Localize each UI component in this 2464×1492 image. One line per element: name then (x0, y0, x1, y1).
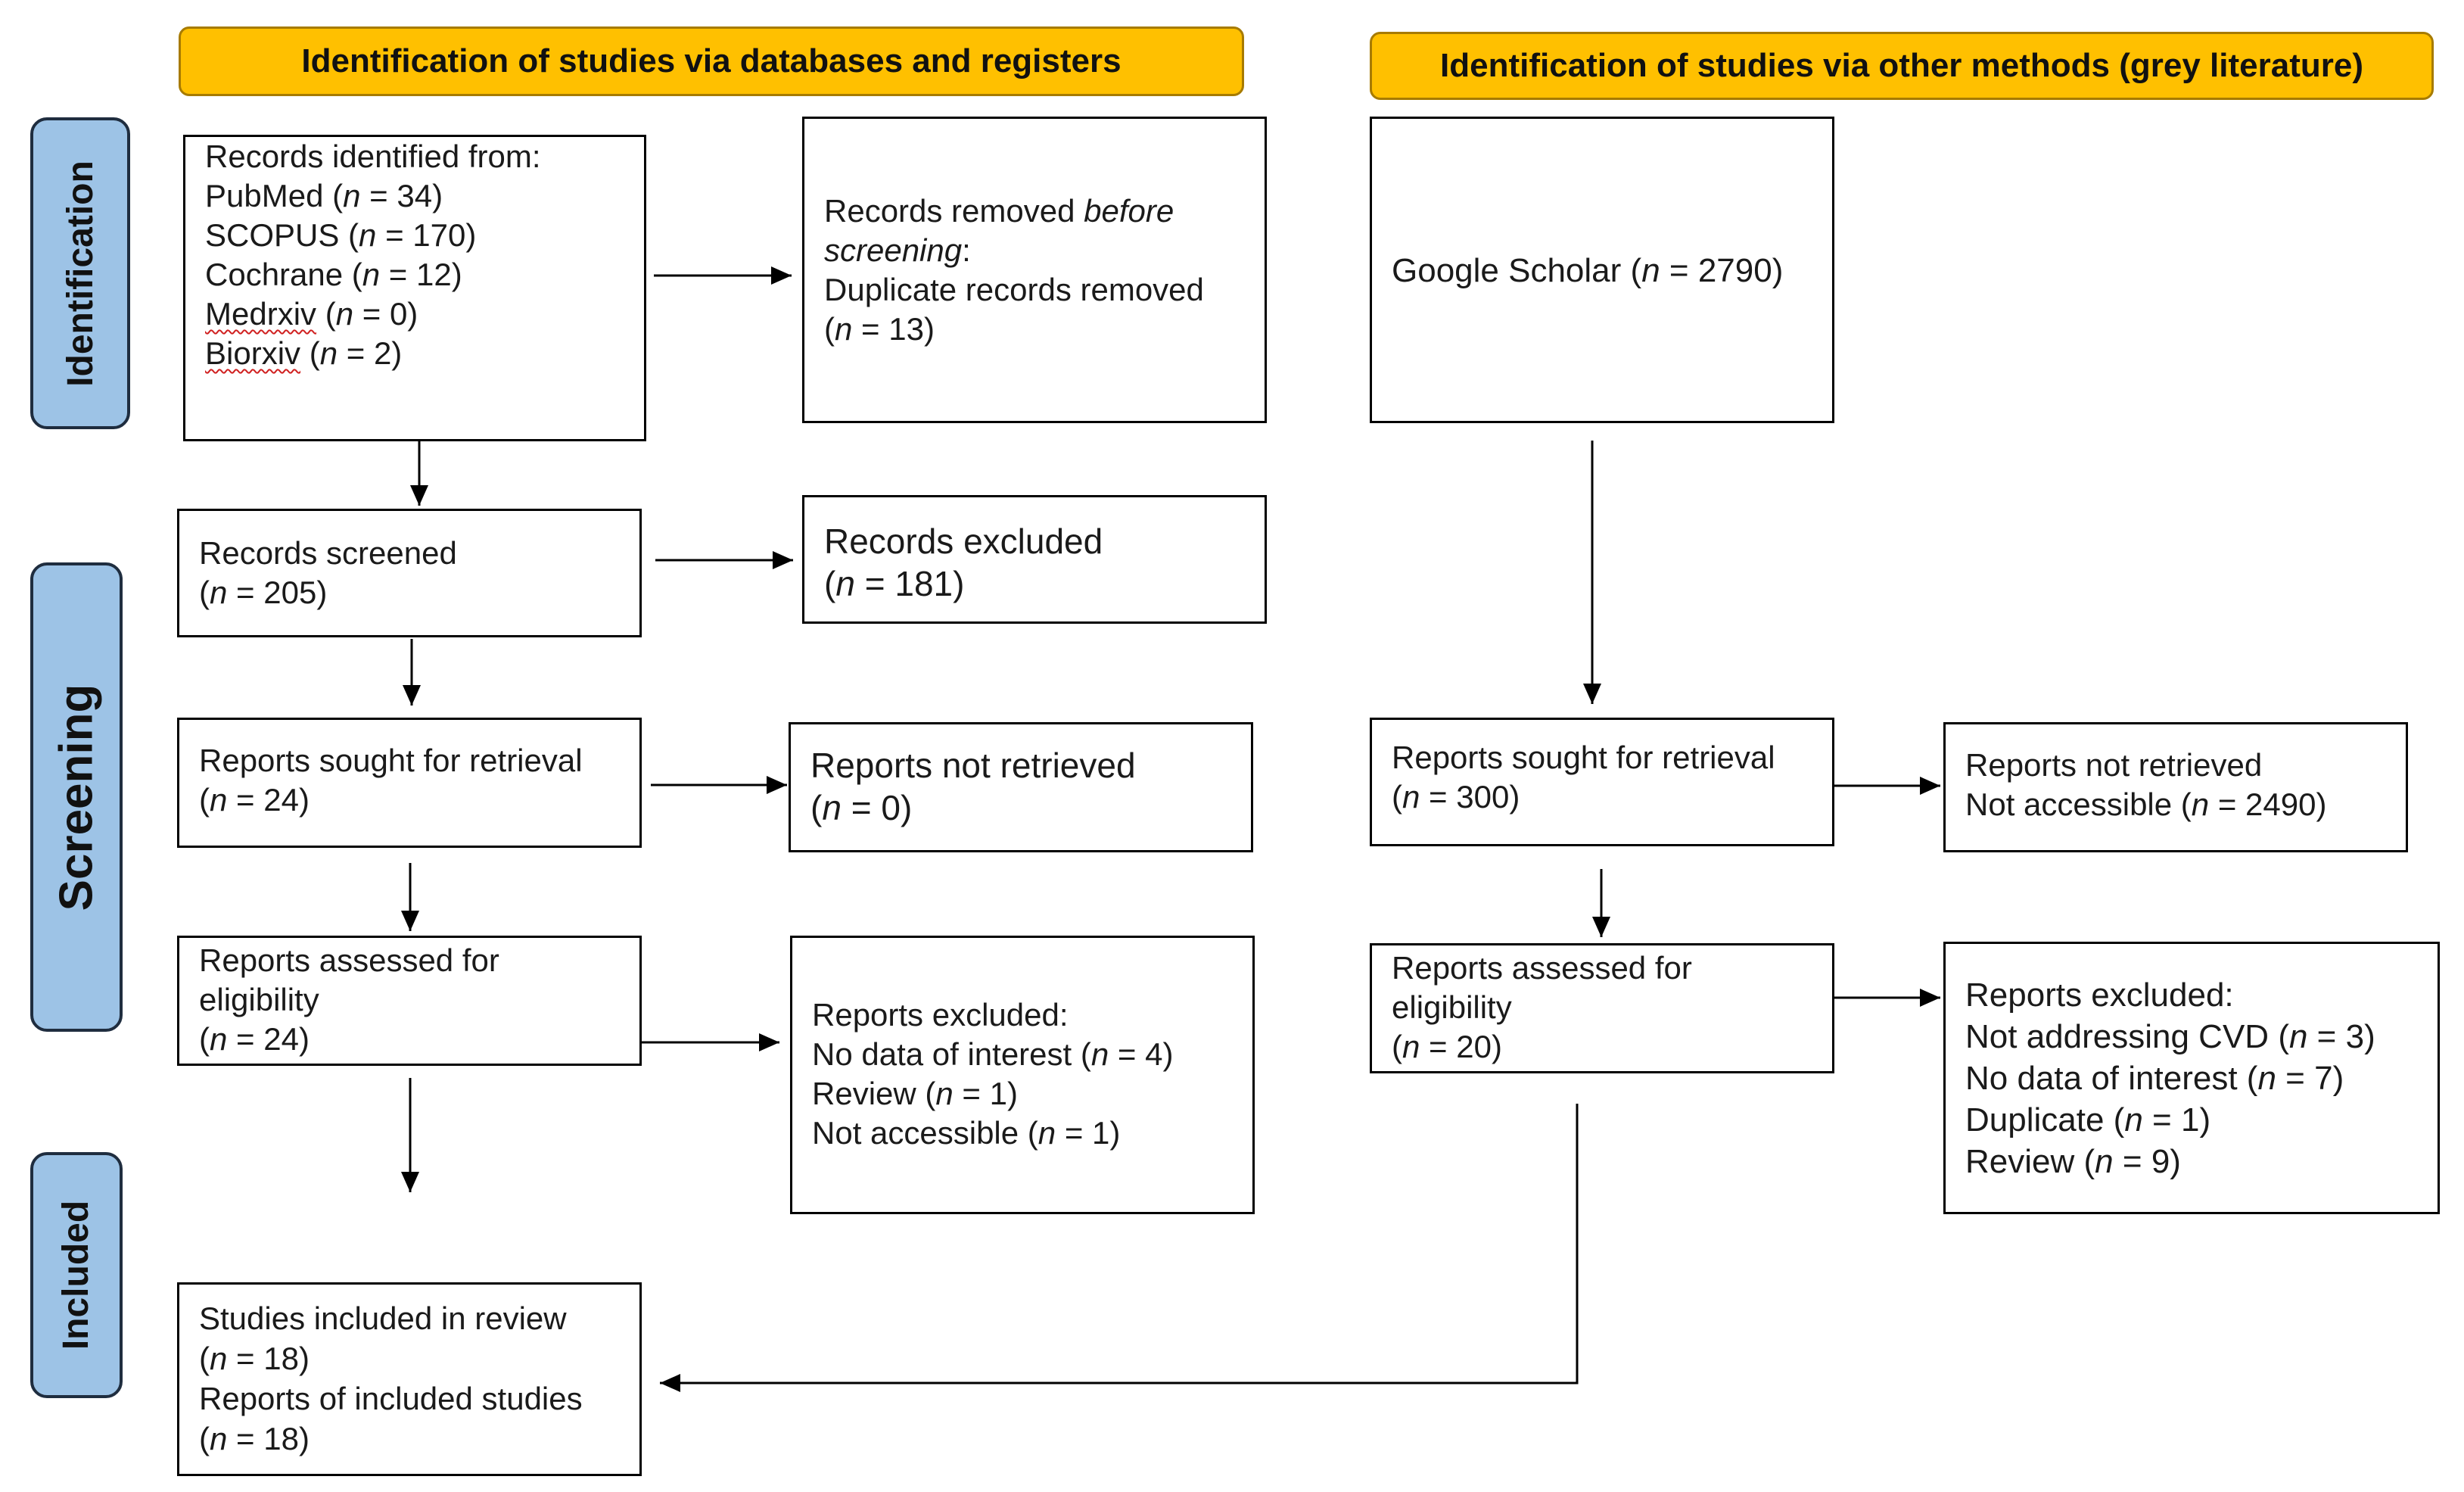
other-reports-sought-box: Reports sought for retrieval (n = 300) (1370, 718, 1834, 846)
records-removed-box: Records removed before screening: Duplic… (802, 117, 1267, 423)
other-reports-assessed-count: (n = 20) (1392, 1029, 1502, 1064)
records-screened-count: (n = 205) (199, 575, 328, 610)
db-reports-sought-count: (n = 24) (199, 782, 310, 818)
db-reports-assessed-count: (n = 24) (199, 1021, 310, 1057)
db-not-retrieved-box: Reports not retrieved (n = 0) (789, 722, 1253, 852)
other-reports-sought-title: Reports sought for retrieval (1392, 740, 1775, 775)
db-reports-sought-box: Reports sought for retrieval (n = 24) (177, 718, 642, 848)
db-reports-assessed-line2: eligibility (199, 982, 319, 1017)
phase-screening-label: Screening (50, 684, 103, 911)
other-excluded-reason-2: No data of interest (n = 7) (1965, 1060, 2344, 1097)
reports-included-label: Reports of included studies (199, 1381, 583, 1416)
phase-included-label: Included (56, 1200, 97, 1350)
records-excluded-box: Records excluded (n = 181) (802, 495, 1267, 624)
records-removed-line3: Duplicate records removed (824, 272, 1204, 307)
databases-header-text: Identification of studies via databases … (301, 42, 1122, 79)
records-removed-line1: Records removed before (824, 193, 1174, 229)
records-removed-line2: screening: (824, 232, 971, 268)
db-excluded-reason-1: No data of interest (n = 4) (812, 1036, 1174, 1072)
other-methods-header-text: Identification of studies via other meth… (1440, 47, 2363, 84)
other-reports-sought-count: (n = 300) (1392, 779, 1520, 815)
databases-header: Identification of studies via databases … (179, 26, 1244, 96)
db-not-retrieved-count: (n = 0) (810, 788, 913, 827)
phase-identification: Identification (30, 117, 130, 429)
other-not-retrieved-reason: Not accessible (n = 2490) (1965, 786, 2327, 822)
db-reports-excluded-box: Reports excluded: No data of interest (n… (790, 936, 1255, 1214)
phase-identification-label: Identification (60, 160, 101, 387)
records-screened-box: Records screened (n = 205) (177, 509, 642, 637)
records-screened-title: Records screened (199, 535, 457, 571)
db-not-retrieved-title: Reports not retrieved (810, 746, 1136, 785)
db-excluded-reason-3: Not accessible (n = 1) (812, 1115, 1121, 1151)
records-identified-title: Records identified from: (205, 139, 541, 174)
studies-included-count: (n = 18) (199, 1341, 310, 1376)
other-reports-assessed-line1: Reports assessed for (1392, 950, 1692, 986)
phase-included: Included (30, 1152, 123, 1398)
records-identified-box: Records identified from: PubMed (n = 34)… (183, 135, 646, 441)
db-reports-excluded-title: Reports excluded: (812, 997, 1069, 1033)
other-reports-excluded-title: Reports excluded: (1965, 976, 2234, 1014)
google-scholar-box: Google Scholar (n = 2790) (1370, 117, 1834, 423)
other-reports-excluded-box: Reports excluded: Not addressing CVD (n … (1943, 942, 2440, 1214)
other-excluded-reason-3: Duplicate (n = 1) (1965, 1101, 2211, 1138)
records-excluded-title: Records excluded (824, 522, 1103, 561)
db-excluded-reason-2: Review (n = 1) (812, 1076, 1018, 1111)
records-removed-count: (n = 13) (824, 311, 935, 347)
phase-screening: Screening (30, 562, 123, 1032)
studies-included-label: Studies included in review (199, 1300, 567, 1336)
other-reports-assessed-box: Reports assessed for eligibility (n = 20… (1370, 943, 1834, 1073)
source-pubmed: PubMed (n = 34) (205, 178, 443, 213)
other-not-retrieved-box: Reports not retrieved Not accessible (n … (1943, 722, 2408, 852)
other-excluded-reason-1: Not addressing CVD (n = 3) (1965, 1018, 2375, 1055)
other-reports-assessed-line2: eligibility (1392, 989, 1512, 1025)
source-cochrane: Cochrane (n = 12) (205, 257, 462, 292)
source-biorxiv: Biorxiv (n = 2) (205, 335, 403, 371)
db-reports-assessed-line1: Reports assessed for (199, 942, 499, 978)
studies-included-box: Studies included in review (n = 18) Repo… (177, 1282, 642, 1476)
other-excluded-reason-4: Review (n = 9) (1965, 1143, 2181, 1180)
source-scopus: SCOPUS (n = 170) (205, 217, 477, 253)
db-reports-assessed-box: Reports assessed for eligibility (n = 24… (177, 936, 642, 1066)
other-not-retrieved-title: Reports not retrieved (1965, 747, 2263, 783)
other-methods-header: Identification of studies via other meth… (1370, 32, 2434, 100)
google-scholar-text: Google Scholar (n = 2790) (1392, 252, 1784, 289)
db-reports-sought-title: Reports sought for retrieval (199, 743, 583, 778)
source-medrxiv: Medrxiv (n = 0) (205, 296, 418, 332)
reports-included-count: (n = 18) (199, 1421, 310, 1456)
records-excluded-count: (n = 181) (824, 564, 965, 603)
